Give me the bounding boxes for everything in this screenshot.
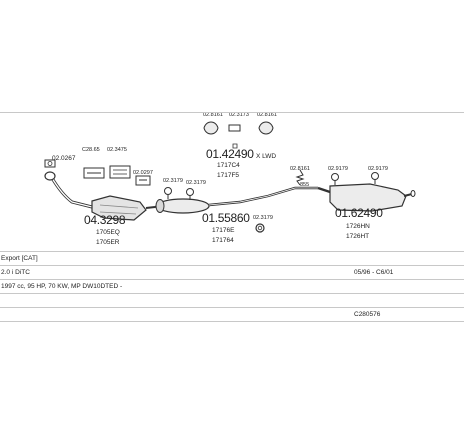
info-row-engine: 2.0 i DiTC 05/96 - C6/01 (0, 265, 464, 280)
ref-02-9179-b: 02.9179 (368, 166, 388, 172)
spring-icon (295, 169, 305, 186)
rubber-hanger-icon-1 (164, 187, 172, 199)
exhaust-system-diagram: 02.0267 C28.65 02.3475 02.0297 02.3179 0… (44, 112, 416, 246)
ref-c28-65: C28.65 (82, 147, 100, 153)
part-number-rear-silencer: 01.62490 (335, 206, 383, 220)
mounting-kit-top (203, 121, 274, 149)
info-row-specs: 1997 cc, 95 HP, 70 KW, MP DW10DTED - (0, 279, 464, 294)
part-number-front-pipe: 04.3298 (84, 213, 126, 227)
ref-02-9179-a: 02.9179 (328, 166, 348, 172)
diagram-top-divider (0, 112, 464, 113)
ref-02-3179-a: 02.3179 (163, 178, 183, 184)
production-dates: 05/96 - C6/01 (354, 269, 394, 276)
part-suffix-mounting-kit: X LWD (256, 153, 276, 160)
catalog-code: C280576 (354, 311, 381, 318)
ref-02-0297: 02.0297 (133, 170, 153, 176)
part-sub-front-pipe-1: 1705EQ (96, 229, 120, 236)
hanger-icon-rear-2 (371, 172, 379, 184)
ref-02-3475: 02.3475 (107, 147, 127, 153)
middle-silencer (154, 186, 318, 214)
ref-855: 855 (300, 182, 309, 188)
mounting-bracket-icon (135, 175, 151, 186)
ref-02-0267: 02.0267 (52, 155, 76, 162)
engine-specs: 1997 cc, 95 HP, 70 KW, MP DW10DTED - (1, 283, 123, 290)
part-number-mounting-kit: 01.42490 (206, 147, 254, 161)
info-row-blank (0, 293, 464, 308)
info-row-code: C280576 (0, 307, 464, 322)
engine-label: 2.0 i DiTC (1, 269, 30, 276)
ref-02-3179-c: 02.3179 (253, 215, 273, 221)
ref-02-8161-c: 02.8161 (290, 166, 310, 172)
part-sub-mounting-kit-2: 1717F5 (217, 172, 239, 179)
ref-02-3173: 02.3173 (229, 112, 249, 118)
gasket-icon (44, 159, 56, 168)
ref-02-8161-b: 02.8161 (257, 112, 277, 118)
part-number-middle-silencer: 01.55860 (202, 211, 250, 225)
clamp-icon (83, 167, 105, 179)
rubber-hanger-icon-2 (186, 188, 194, 200)
ref-02-8161-a: 02.8161 (203, 112, 223, 118)
rear-silencer (317, 183, 416, 212)
info-row-application: Export [CAT] (0, 251, 464, 266)
info-bottom-divider (0, 321, 464, 322)
application-label: Export [CAT] (1, 255, 38, 262)
rubber-ring-icon (255, 223, 265, 233)
part-sub-mounting-kit-1: 1717C4 (217, 162, 240, 169)
front-pipe-catalyst (44, 171, 156, 221)
part-sub-rear-silencer-2: 1726HT (346, 233, 369, 240)
ref-02-3179-b: 02.3179 (186, 180, 206, 186)
hanger-icon-rear-1 (331, 173, 339, 185)
part-sub-middle-silencer-1: 17176E (212, 227, 235, 234)
part-sub-front-pipe-2: 1705ER (96, 239, 120, 246)
part-sub-rear-silencer-1: 1726HN (346, 223, 370, 230)
part-sub-middle-silencer-2: 171764 (212, 237, 234, 244)
bolt-kit-icon (109, 165, 131, 179)
